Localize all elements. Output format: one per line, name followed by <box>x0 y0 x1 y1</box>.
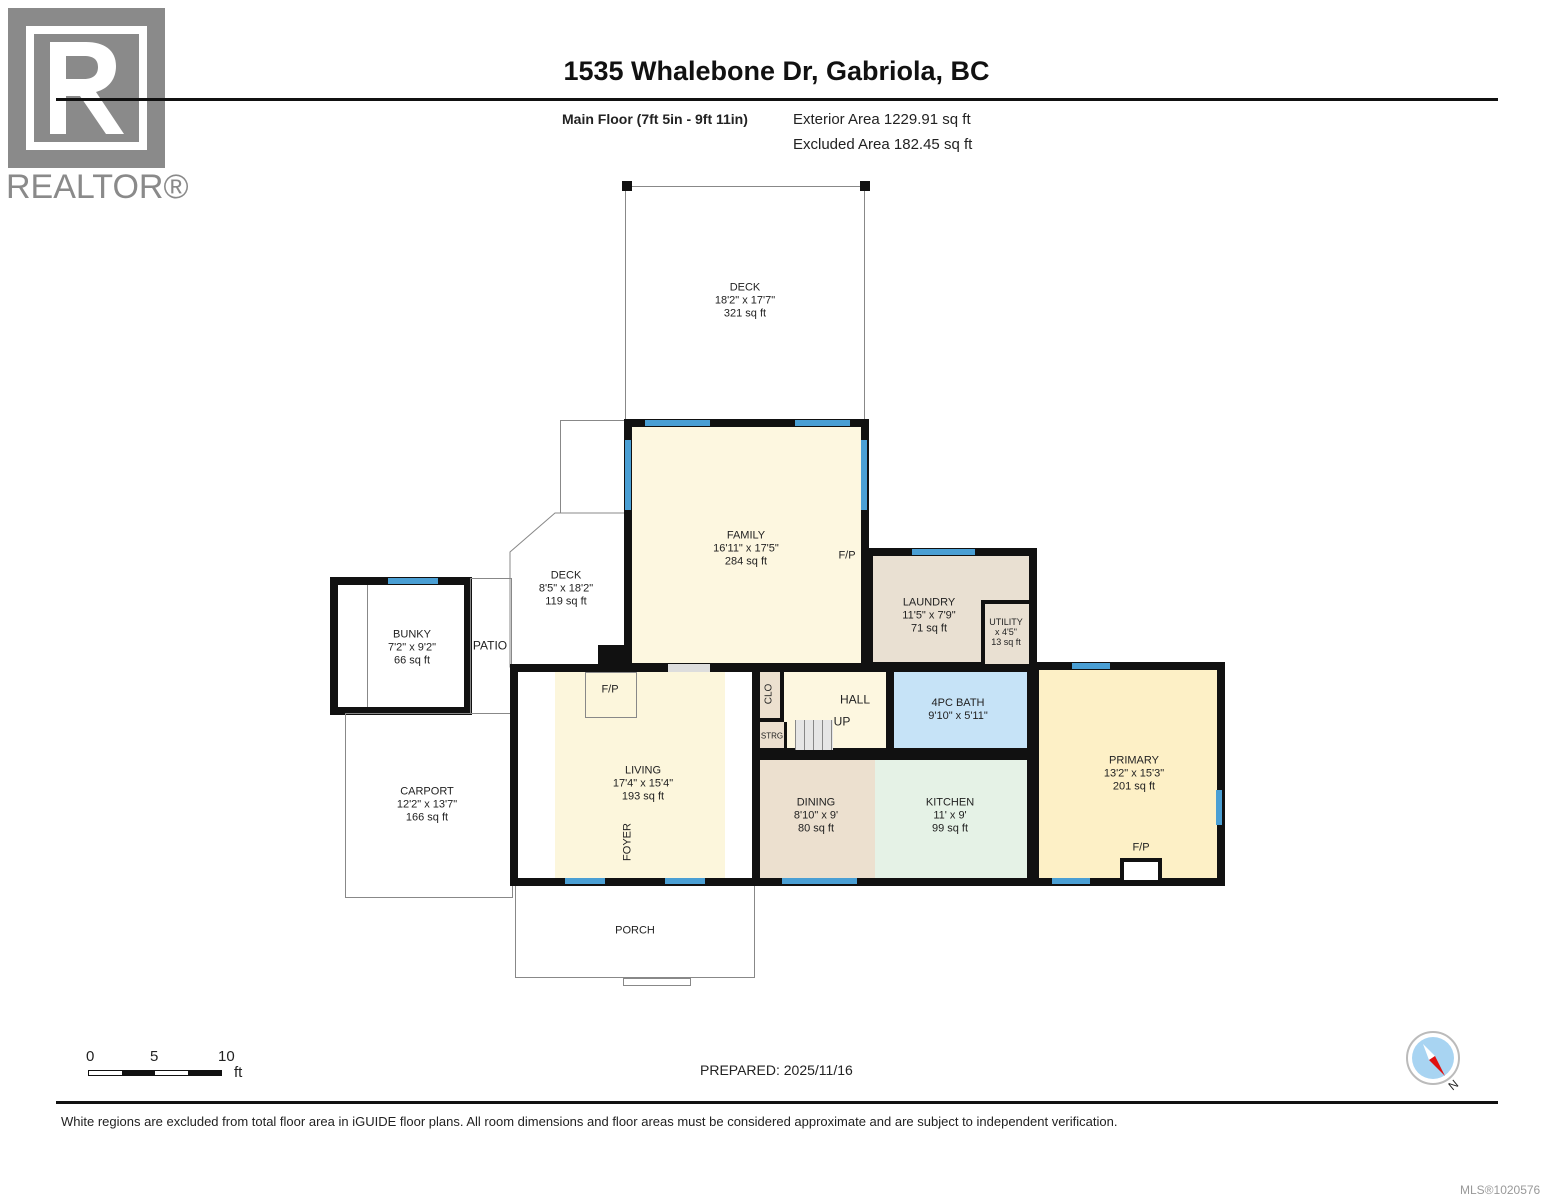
scale-bar <box>88 1070 222 1076</box>
family-fireplace: F/P <box>838 549 856 562</box>
compass-icon <box>1405 1030 1463 1097</box>
post <box>860 181 870 191</box>
primary-fireplace: F/P <box>1132 841 1150 854</box>
title-rule <box>56 98 1498 101</box>
label-closet: CLO <box>763 683 775 705</box>
window <box>861 440 867 510</box>
label-hall: HALL <box>839 692 871 707</box>
divider <box>367 585 368 707</box>
scale-unit: ft <box>234 1064 243 1081</box>
window <box>665 878 705 884</box>
window <box>795 420 850 426</box>
window <box>565 878 605 884</box>
excluded-area: Excluded Area 182.45 sq ft <box>793 136 973 153</box>
opening <box>668 664 710 672</box>
realtor-logo <box>8 8 165 168</box>
room-porch <box>515 886 755 978</box>
mls-number: MLS®1020576 <box>1460 1183 1541 1197</box>
disclaimer: White regions are excluded from total fl… <box>61 1114 1118 1129</box>
floor-label: Main Floor (7ft 5in - 9ft 11in) <box>562 111 748 127</box>
exterior-area: Exterior Area 1229.91 sq ft <box>793 111 971 128</box>
scale-tick-5: 5 <box>150 1048 159 1065</box>
step <box>623 978 691 986</box>
window <box>782 878 857 884</box>
closet <box>760 672 784 722</box>
label-up: UP <box>833 714 851 729</box>
page-title: 1535 Whalebone Dr, Gabriola, BC <box>563 56 990 86</box>
prepared-date: PREPARED: 2025/11/16 <box>700 1062 853 1078</box>
window <box>912 549 975 555</box>
fireplace <box>585 672 637 718</box>
room-utility <box>981 600 1029 664</box>
scale-tick-10: 10 <box>218 1048 235 1065</box>
living-fireplace: F/P <box>601 683 619 696</box>
label-foyer: FOYER <box>621 823 634 861</box>
stairs <box>795 720 833 750</box>
room-bunky <box>330 577 472 715</box>
window <box>1052 878 1090 884</box>
room-dining <box>760 760 875 878</box>
window <box>645 420 710 426</box>
room-deck-step <box>560 420 626 520</box>
label-patio: PATIO <box>472 638 508 653</box>
window <box>1216 790 1222 825</box>
fireplace <box>1120 858 1162 880</box>
label-porch: PORCH <box>615 924 655 937</box>
scale-tick-0: 0 <box>86 1048 95 1065</box>
post <box>622 181 632 191</box>
window <box>1072 663 1110 669</box>
label-storage: STRG <box>760 731 784 741</box>
footer-rule <box>56 1101 1498 1104</box>
window <box>625 440 631 510</box>
realtor-wordmark: REALTOR® <box>6 168 189 206</box>
storage <box>760 722 787 748</box>
window <box>388 578 438 584</box>
room-primary <box>1031 662 1225 886</box>
living-area-fill <box>555 672 725 878</box>
